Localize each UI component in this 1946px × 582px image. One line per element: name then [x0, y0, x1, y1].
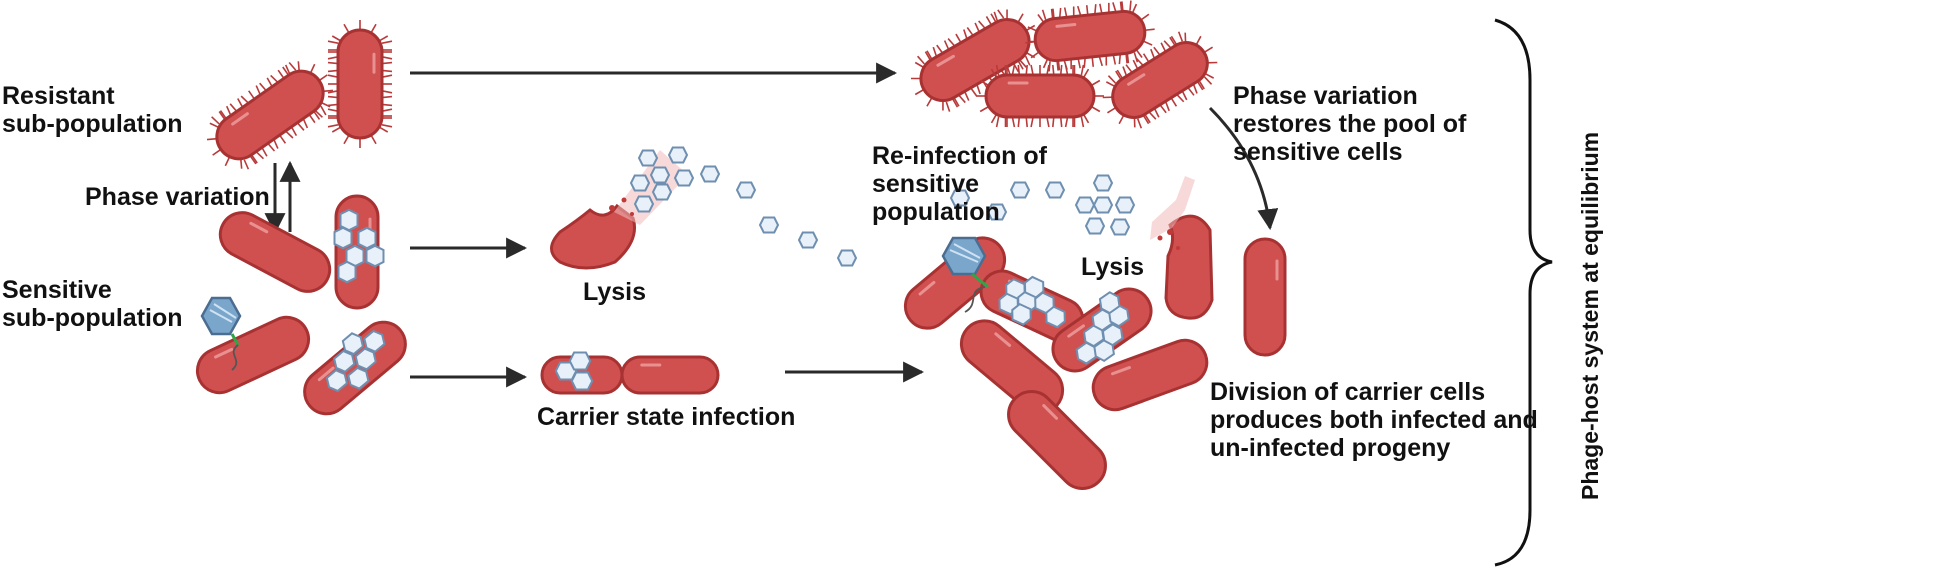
sensitive-label-line1: Sensitive: [2, 276, 112, 304]
division-label-line1: Division of carrier cells: [1210, 378, 1485, 406]
free-phage: [758, 216, 780, 234]
free-phage: [699, 165, 721, 183]
free-phage: [667, 146, 689, 164]
phase-variation-label: Phase variation: [85, 183, 270, 211]
sensitive-cell: [1091, 338, 1209, 412]
lysed-cell-2-body: [1164, 214, 1214, 320]
division-label-line3: un-infected progeny: [1210, 434, 1450, 462]
attached-phage-left: [200, 296, 242, 371]
free-phage: [1044, 181, 1066, 199]
restore-label-line1: Phase variation: [1233, 82, 1418, 110]
equilibrium-brace: [1494, 18, 1553, 567]
arrow-restore-sensitive: [1208, 106, 1279, 231]
reinfection-label-line2: sensitive: [872, 170, 979, 198]
equilibrium-label: Phage-host system at equilibrium: [1577, 132, 1603, 500]
sensitive-label-line2: sub-population: [2, 304, 183, 332]
carrier-cell-daughter: [620, 355, 720, 395]
free-phage: [633, 195, 655, 213]
infected-cell: [333, 194, 385, 310]
resistant-cell: [1102, 31, 1218, 129]
free-phage: [673, 169, 695, 187]
free-phage: [629, 174, 651, 192]
free-phage: [986, 203, 1008, 221]
phage-layer: [629, 146, 1136, 267]
restore-label-line2: restores the pool of: [1233, 110, 1467, 138]
free-phage: [735, 181, 757, 199]
resistant-label-line2: sub-population: [2, 110, 183, 138]
lysed-cell-2: [1150, 176, 1195, 250]
free-phage: [949, 189, 971, 207]
arrows: [264, 62, 1279, 388]
free-phage: [1084, 217, 1106, 235]
carrier-state-label: Carrier state infection: [537, 403, 795, 431]
infected-cell: [303, 320, 407, 416]
reinfection-label-line3: population: [872, 198, 1000, 226]
resistant-cell: [1025, 0, 1155, 72]
free-phage: [637, 149, 659, 167]
restore-label-line3: sensitive cells: [1233, 138, 1403, 166]
resistant-cell: [206, 61, 334, 170]
sensitive-cell: [218, 211, 332, 293]
lysis-label-1: Lysis: [583, 278, 646, 306]
sensitive-cell: [1243, 237, 1287, 357]
resistant-cell: [910, 9, 1040, 112]
free-phage: [651, 183, 673, 201]
free-phage: [649, 166, 671, 184]
division-label-line2: produces both infected and: [1210, 406, 1538, 434]
resistant-cell: [327, 20, 393, 148]
infected-cell: [979, 269, 1085, 343]
free-phage: [836, 249, 858, 267]
resistant-label-line1: Resistant: [2, 82, 115, 110]
free-phage: [1114, 196, 1136, 214]
attached-phage-right: [941, 236, 989, 313]
sensitive-cell: [1007, 390, 1107, 490]
sensitive-cell: [959, 319, 1065, 415]
free-phage: [797, 231, 819, 249]
lysed-cell: [550, 150, 688, 270]
resistant-cell: [976, 64, 1104, 128]
sensitive-cell: [195, 315, 311, 395]
free-phage: [1074, 196, 1096, 214]
free-phage: [1092, 196, 1114, 214]
reinfection-label-line1: Re-infection of: [872, 142, 1048, 170]
free-phage: [1092, 174, 1114, 192]
free-phage: [1109, 218, 1131, 236]
carrier-cell-infected: [540, 351, 624, 395]
free-phage: [1009, 181, 1031, 199]
lysis-label-2: Lysis: [1081, 253, 1144, 281]
